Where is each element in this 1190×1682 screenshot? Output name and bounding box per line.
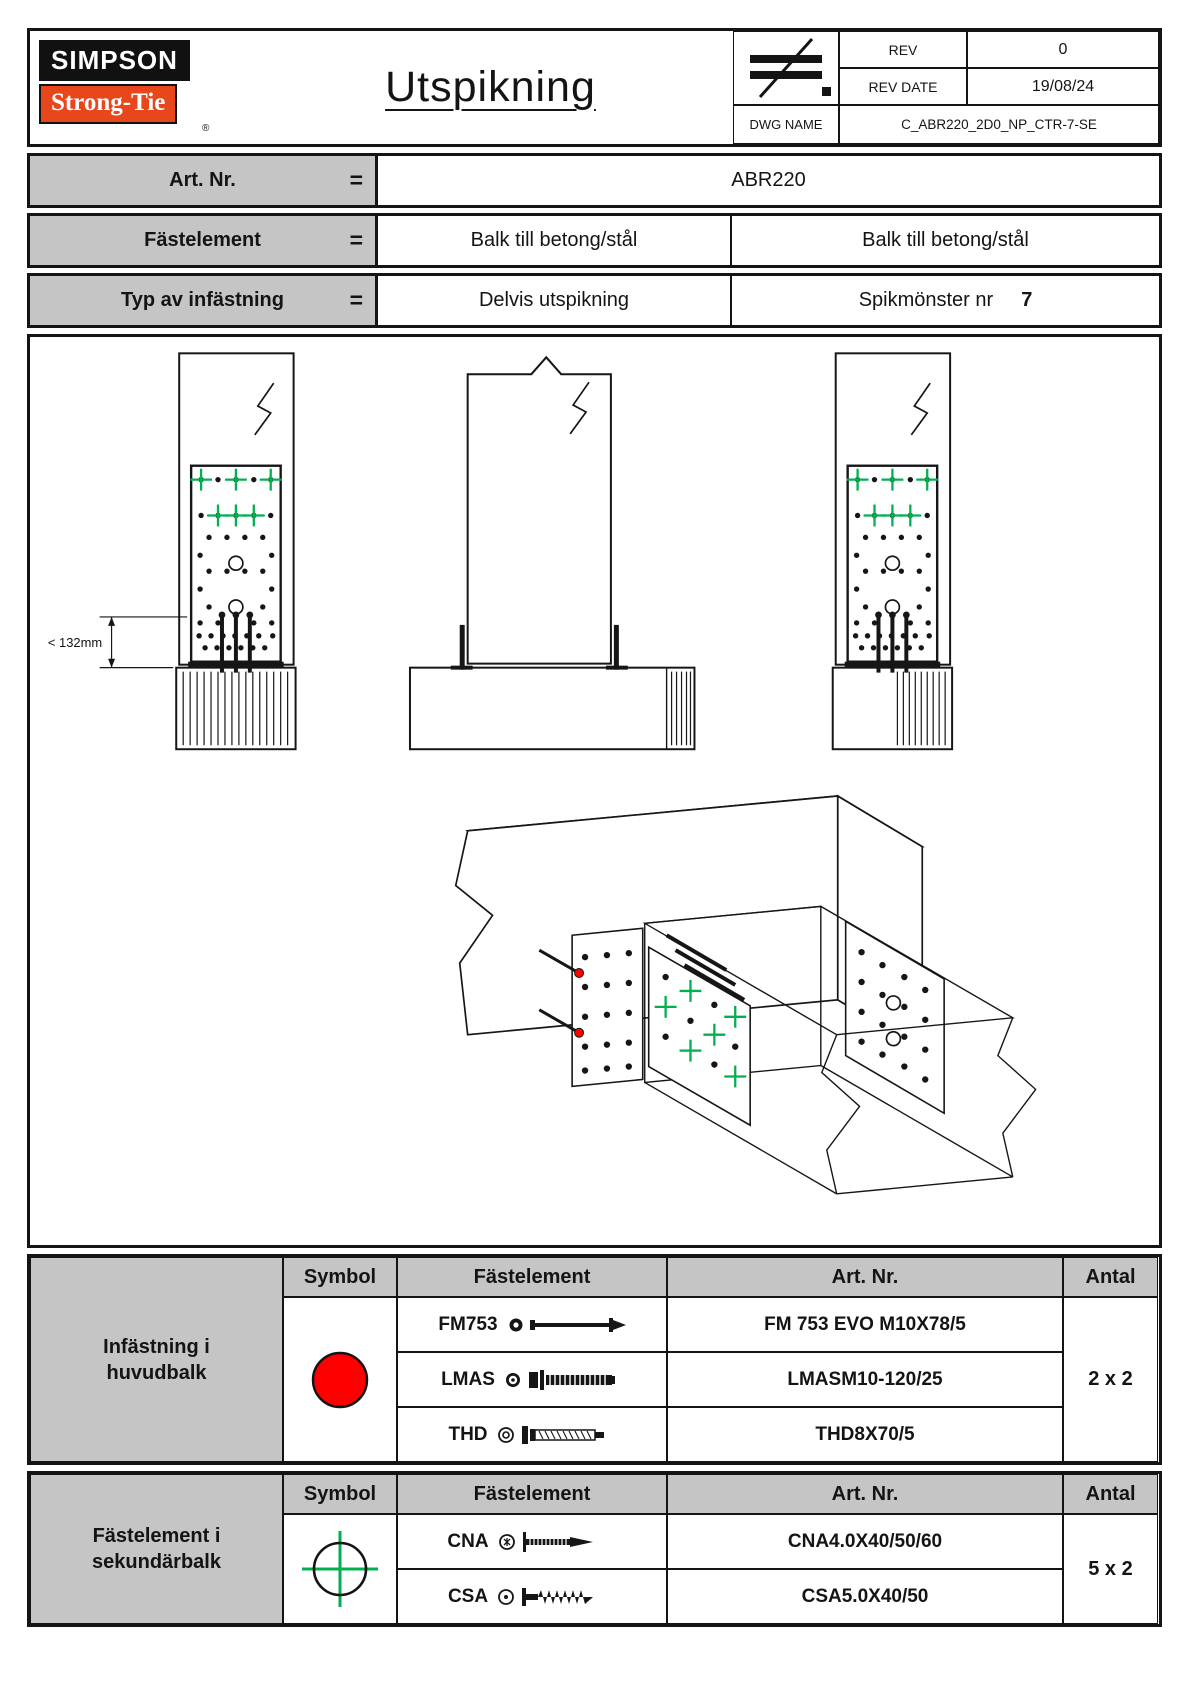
cna-nail-icon	[498, 1531, 593, 1552]
near-bracket-main-leg	[538, 927, 644, 1088]
section-label-sekundarbalk: Fästelement i sekundärbalk	[30, 1474, 283, 1624]
lmas-anchor-icon	[505, 1369, 615, 1390]
simpson-strongtie-logo: SIMPSON Strong-Tie ®	[30, 31, 248, 144]
fastener-label: Fästelement =	[30, 216, 378, 265]
equals-sign: =	[349, 167, 363, 193]
fastener-row: FM753	[397, 1297, 667, 1352]
secondary-beam-fastener-table: Fästelement i sekundärbalk Symbol Fästel…	[27, 1471, 1162, 1627]
header-symbol: Symbol	[283, 1474, 397, 1514]
art-nr-cell: FM 753 EVO M10X78/5	[667, 1297, 1063, 1352]
type-value: Delvis utspikning	[378, 276, 732, 325]
art-nr-cell: LMASM10-120/25	[667, 1352, 1063, 1407]
fastener-value-2: Balk till betong/stål	[862, 229, 1029, 251]
type-label: Typ av infästning =	[30, 276, 378, 325]
dimension-label: < 132mm	[48, 635, 102, 650]
front-view-right	[831, 352, 954, 751]
fastener-row: CSA	[397, 1569, 667, 1624]
rev-date-label: REV DATE	[839, 68, 967, 105]
near-bracket-side-leg	[647, 933, 751, 1127]
header-symbol: Symbol	[283, 1257, 397, 1297]
far-bracket-plate	[844, 919, 945, 1115]
rev-label: REV	[839, 31, 967, 68]
spec-row-art-nr: Art. Nr. = ABR220	[27, 153, 1162, 208]
front-view-left: < 132mm	[48, 352, 297, 751]
nail-pattern-number: 7	[1021, 289, 1033, 311]
title-block: SIMPSON Strong-Tie ® Utspikning REV 0 RE…	[27, 28, 1162, 147]
header-antal: Antal	[1063, 1474, 1158, 1514]
page-title: Utspikning	[385, 63, 596, 111]
rev-value: 0	[967, 31, 1159, 68]
equals-sign: =	[349, 287, 363, 313]
main-beam-fastener-table: Infästning i huvudbalk Symbol Fästelemen…	[27, 1254, 1162, 1465]
header-art-nr: Art. Nr.	[667, 1257, 1063, 1297]
drawing-area: < 132mm	[27, 334, 1162, 1248]
secondary-beam-qty: 5 x 2	[1063, 1514, 1158, 1624]
header-fastener: Fästelement	[397, 1474, 667, 1514]
isometric-view	[454, 794, 1037, 1195]
fastener-value-1: Balk till betong/stål	[378, 216, 732, 265]
registered-mark: ®	[202, 123, 210, 134]
fastener-row: THD	[397, 1407, 667, 1462]
logo-strongtie-text: Strong-Tie	[39, 84, 178, 124]
art-nr-cell: CNA4.0X40/50/60	[667, 1514, 1063, 1569]
csa-screw-icon	[498, 1587, 594, 1606]
header-antal: Antal	[1063, 1257, 1158, 1297]
fastener-row: LMAS	[397, 1352, 667, 1407]
logo-simpson-text: SIMPSON	[39, 40, 190, 81]
dwg-name-value: C_ABR220_2D0_NP_CTR-7-SE	[839, 105, 1159, 144]
art-nr-cell: CSA5.0X40/50	[667, 1569, 1063, 1624]
thd-screw-anchor-icon	[497, 1425, 604, 1444]
secondary-beam-fastener-symbol	[283, 1514, 397, 1624]
not-equal-icon	[733, 31, 839, 105]
art-nr-value: ABR220	[731, 169, 806, 191]
revision-block: REV 0 REV DATE 19/08/24 DWG NAME C_ABR22…	[733, 31, 1159, 144]
header-art-nr: Art. Nr.	[667, 1474, 1063, 1514]
technical-drawing: < 132mm	[48, 352, 1037, 1195]
equals-sign: =	[349, 227, 363, 253]
spec-row-type: Typ av infästning = Delvis utspikning Sp…	[27, 273, 1162, 328]
main-beam-fastener-symbol	[283, 1297, 397, 1462]
nail-pattern: Spikmönster nr 7	[858, 289, 1033, 311]
section-label-huvudbalk: Infästning i huvudbalk	[30, 1257, 283, 1462]
fastener-row: CNA	[397, 1514, 667, 1569]
spec-row-fastener: Fästelement = Balk till betong/stål Balk…	[27, 213, 1162, 268]
dwg-name-label: DWG NAME	[733, 105, 839, 144]
rev-date-value: 19/08/24	[967, 68, 1159, 105]
secondary-beam-outline	[642, 905, 1037, 1195]
fm753-bolt-icon	[509, 1317, 626, 1332]
dimension-132mm	[99, 616, 188, 669]
main-beam-qty: 2 x 2	[1063, 1297, 1158, 1462]
art-nr-label: Art. Nr. =	[30, 156, 378, 205]
front-view-middle	[408, 355, 696, 751]
art-nr-cell: THD8X70/5	[667, 1407, 1063, 1462]
header-fastener: Fästelement	[397, 1257, 667, 1297]
